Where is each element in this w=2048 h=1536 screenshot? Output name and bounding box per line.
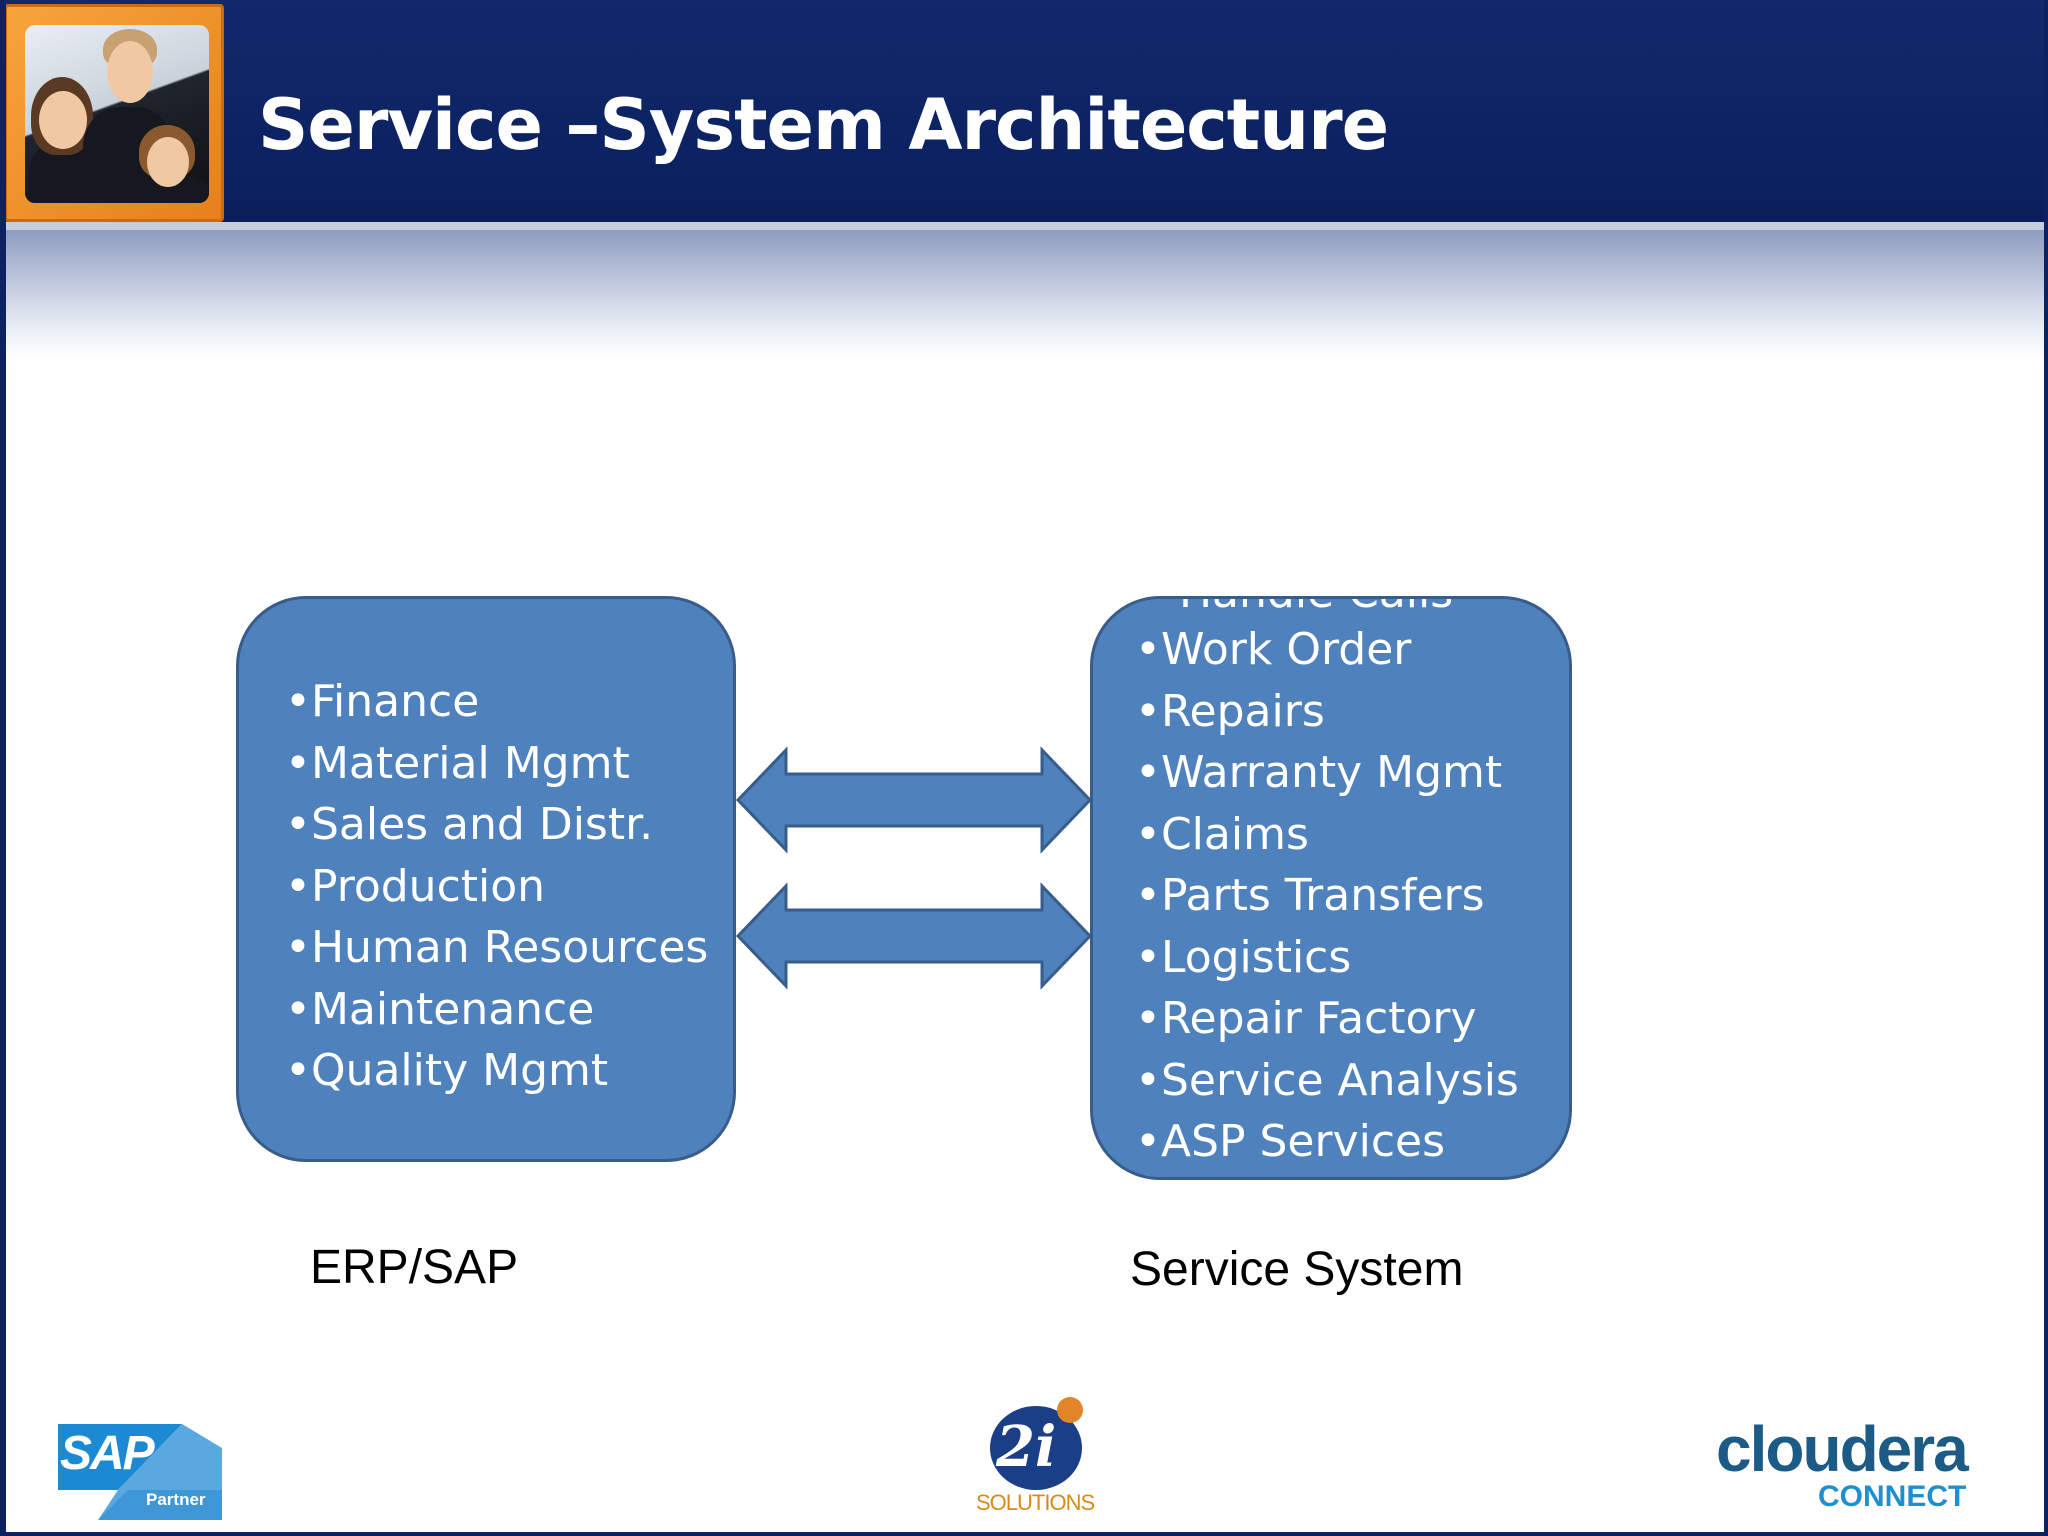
erp-caption: ERP/SAP [310,1241,519,1294]
header-bar [0,0,2048,222]
erp-module-item: •Sales and Distr. [285,799,654,850]
erp-module-item: •Maintenance [285,983,595,1035]
header-photo-frame [4,4,224,222]
header-separator [0,222,2048,230]
person-face [147,137,189,187]
service-module-item: •ASP Services [1135,1116,1446,1167]
2i-solutions-logo: 2i SOLUTIONS [970,1390,1110,1520]
sap-logo-shape [58,1424,222,1520]
frame-border-right [2044,0,2048,1536]
team-photo-image [25,25,209,203]
2i-logo-shape [990,1397,1083,1490]
service-module-item: •Repair Factory [1135,993,1477,1044]
service-module-item: •Logistics [1135,931,1352,983]
service-module-item: •Claims [1135,808,1309,860]
cloudera-connect-text: CONNECT [1818,1480,1967,1513]
service-system-caption: Service System [1130,1243,1464,1296]
2i-solutions-text: SOLUTIONS [976,1490,1095,1515]
person-face [107,41,153,103]
erp-module-item: •Finance [285,676,480,727]
slide-title: Service –System Architecture [258,84,1389,166]
erp-module-item: •Production [285,860,546,912]
frame-border-left [0,0,6,1536]
erp-module-list: •Finance •Material Mgmt •Sales and Distr… [285,671,733,1102]
service-system-box: •Handle Calls •Work Order •Repairs •Warr… [1090,596,1572,1180]
service-module-item: •Service Analysis [1135,1054,1519,1106]
cloudera-logo-text: cloudera [1716,1413,1969,1485]
frame-border-bottom [0,1532,2048,1536]
double-arrow-top [735,746,1093,854]
cloudera-connect-logo: cloudera CONNECT [1716,1413,1986,1518]
person-face [39,91,87,149]
service-module-item: •Warranty Mgmt [1135,747,1503,798]
service-module-item: •Work Order [1135,624,1412,675]
erp-module-item: •Quality Mgmt [285,1045,609,1096]
erp-module-item: •Human Resources [285,922,709,973]
erp-box: •Finance •Material Mgmt •Sales and Distr… [236,596,736,1162]
erp-module-item: •Material Mgmt [285,737,630,789]
sap-partner-text: Partner [146,1490,206,1509]
sap-logo-text: SAP [60,1427,155,1480]
bidirectional-arrows [735,746,1093,990]
service-module-list: •Work Order •Repairs •Warranty Mgmt •Cla… [1135,619,1569,1173]
service-module-item: •Parts Transfers [1135,870,1485,921]
service-module-item: •Repairs [1135,685,1325,737]
2i-logo-text: 2i [996,1414,1057,1480]
header-gradient [0,230,2048,360]
service-module-item-clipped: •Handle Calls [1153,599,1453,618]
sap-partner-logo: SAP Partner [58,1424,222,1520]
double-arrow-bottom [735,882,1093,990]
